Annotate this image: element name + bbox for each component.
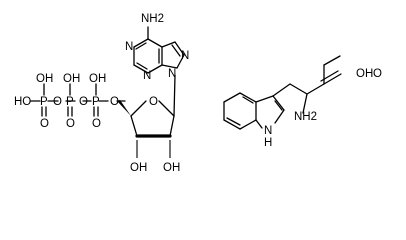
indole-benzene-bonds: [223, 92, 257, 130]
indole-h-label: H: [264, 137, 272, 149]
side-chain-bonds: [272, 55, 342, 114]
adenine-n9-label: N: [168, 68, 176, 80]
adenine-bonds: [133, 26, 185, 74]
indole-pyrrole-bonds: [255, 95, 285, 129]
phosphate-chain-bonds: [30, 83, 126, 117]
adenine-nh2-label: NH2: [141, 13, 164, 25]
bridge-o-2-label: O: [79, 96, 88, 108]
oh-top-1-label: OH: [36, 73, 53, 85]
chemical-structures-figure: NH2 N N N N OH OH OH HO P O P O P O O O …: [14, 13, 382, 174]
oh-top-3-label: OH: [89, 73, 106, 85]
ribose-3-oh-label: OH: [130, 162, 147, 174]
indole-n-label: N: [264, 125, 272, 137]
carbonyl-o-label: O: [373, 68, 382, 80]
ribose-bonds: [117, 100, 175, 158]
phosphorus-a-label: P: [40, 96, 48, 108]
adenine-n7-label: N: [181, 50, 189, 62]
ribose-2-oh-label: OH: [163, 162, 180, 174]
tryptophan-structure: OH O NH2 N H: [223, 55, 382, 149]
oxo-1-label: O: [40, 118, 49, 130]
adenine-n1-label: N: [125, 41, 133, 53]
glycosidic-bond: [173, 74, 176, 117]
bridge-o-3-label: O: [110, 96, 119, 108]
phosphorus-b-label: P: [66, 96, 74, 108]
tryptophan-labels: OH O NH2 N H: [264, 68, 382, 149]
bridge-o-1-label: O: [53, 96, 62, 108]
amine-nh2-label: NH2: [294, 111, 317, 123]
atp-structure: NH2 N N N N OH OH OH HO P O P O P O O O …: [14, 13, 189, 174]
phosphorus-c-label: P: [92, 96, 100, 108]
oxo-3-label: O: [92, 118, 101, 130]
atp-labels: NH2 N N N N OH OH OH HO P O P O P O O O …: [14, 13, 189, 174]
acid-oh-label: OH: [356, 68, 373, 80]
ribose-ring-o-label: O: [149, 96, 158, 108]
adenine-n3-label: N: [143, 70, 151, 82]
oxo-2-label: O: [66, 118, 75, 130]
ho-left-label: HO: [14, 96, 31, 108]
oh-top-2-label: OH: [63, 73, 80, 85]
